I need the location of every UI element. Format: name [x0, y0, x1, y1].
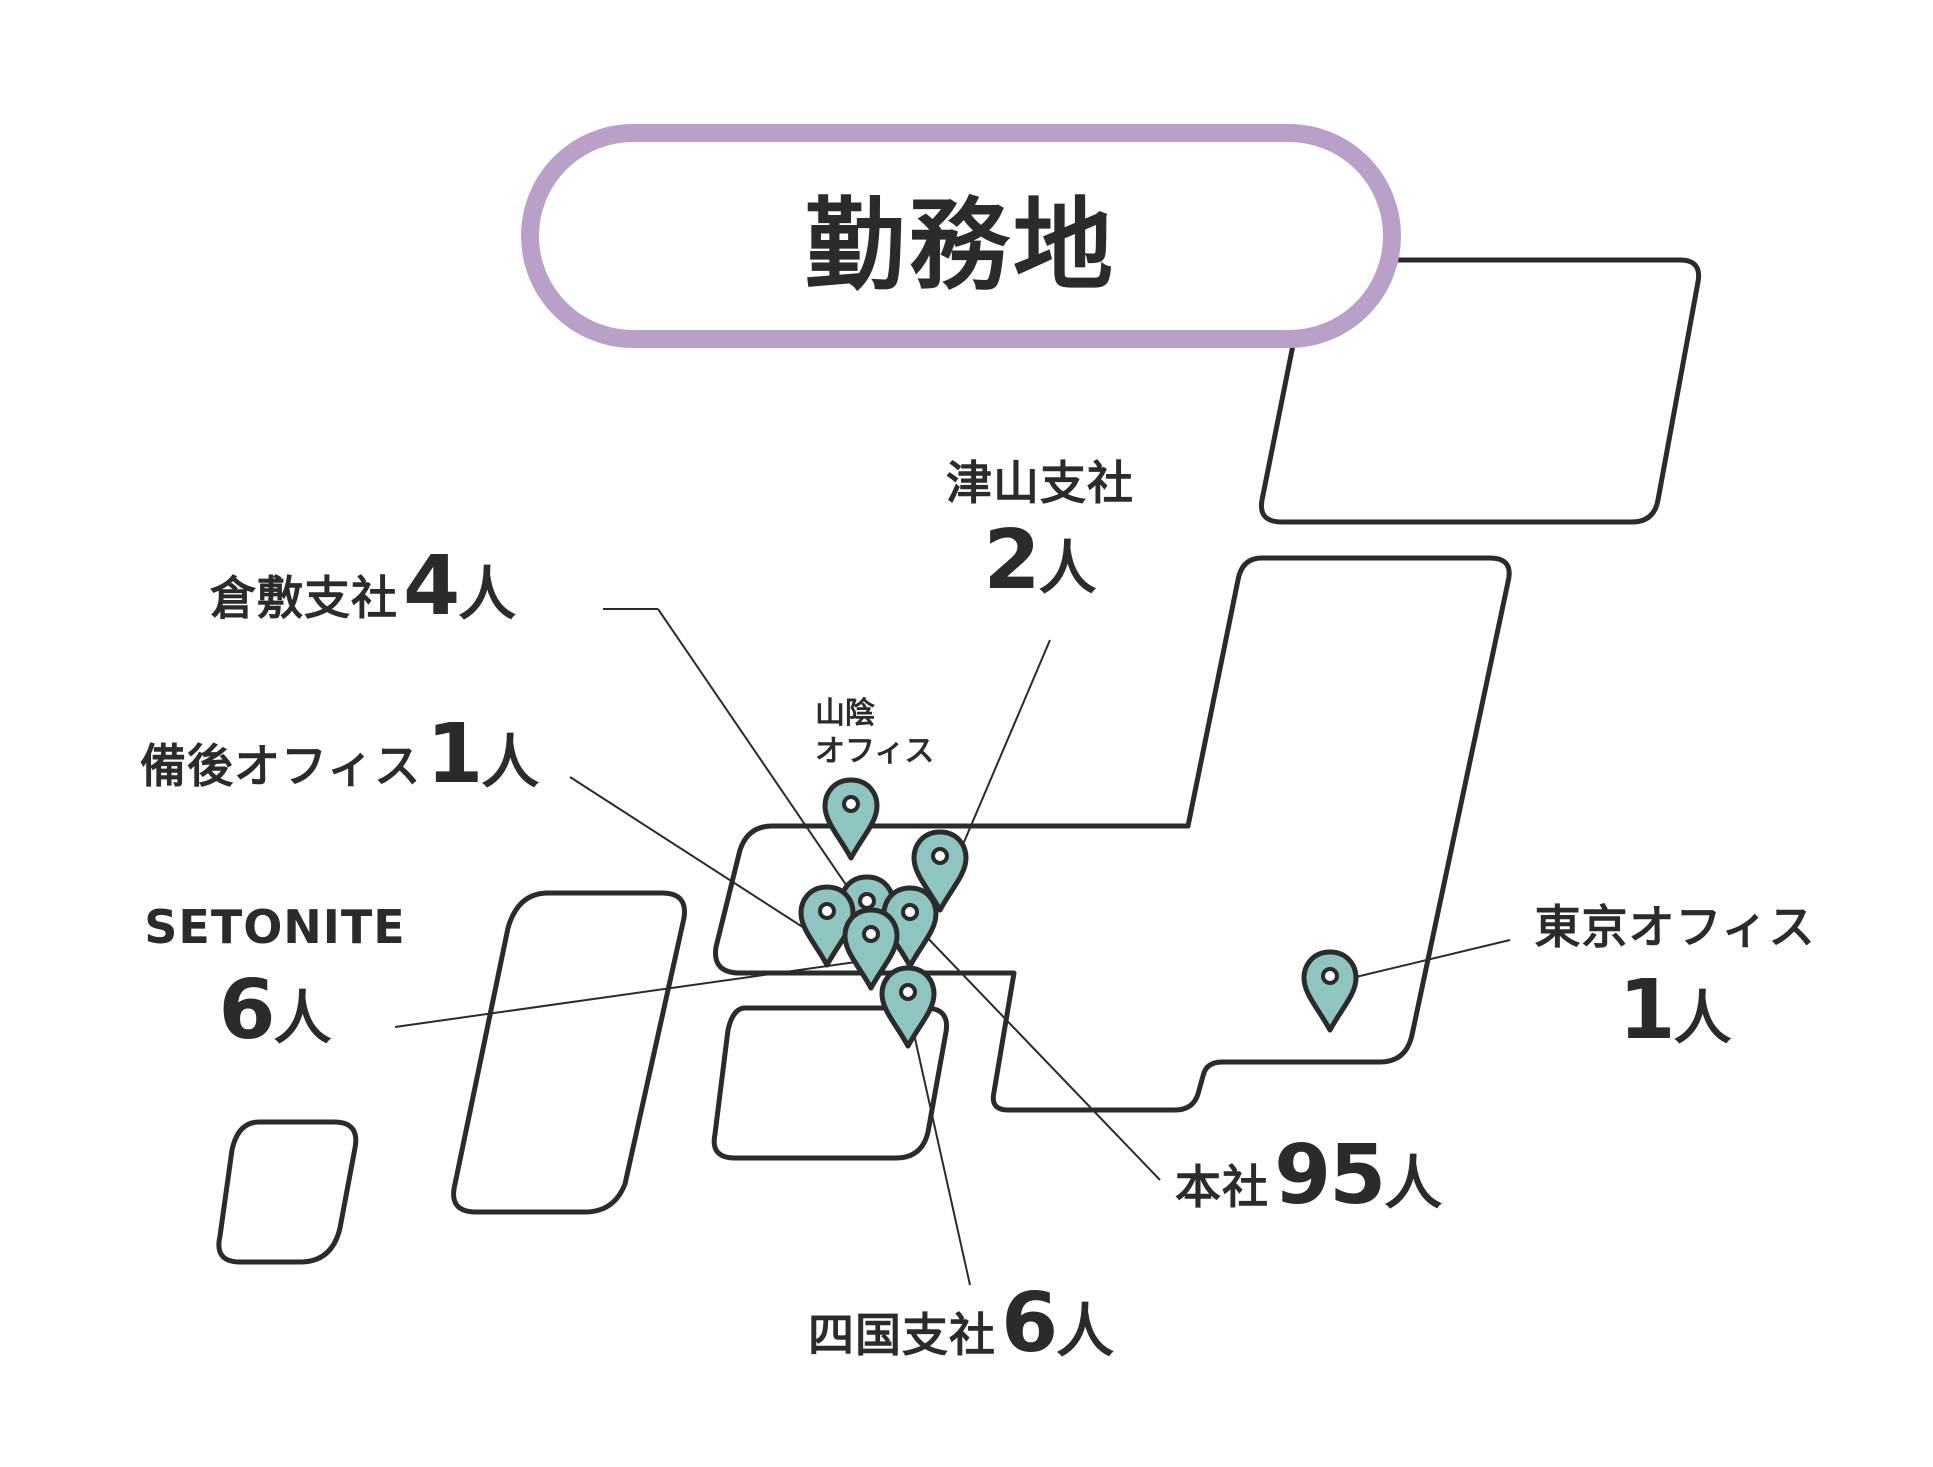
map-pin-icon [1304, 952, 1356, 1030]
location-name: 本社 [1175, 1160, 1269, 1214]
location-unit: 人 [481, 728, 540, 796]
title-badge: 勤務地 [521, 124, 1401, 348]
location-name: 備後オフィス [140, 739, 422, 793]
map-pin-icon [882, 968, 934, 1046]
kyushu-outline [451, 890, 688, 1215]
location-count: 4 [403, 539, 460, 634]
label-tsuyama: 津山支社 2人 [935, 460, 1145, 602]
location-count: 1 [1618, 963, 1675, 1058]
location-count: 6 [218, 963, 275, 1058]
shikoku-outline [711, 1005, 950, 1161]
location-unit: 人 [458, 560, 517, 628]
label-honsha: 本社 95人 [1175, 1135, 1442, 1217]
location-count: 1 [426, 707, 483, 802]
location-name-line: 山陰 [815, 696, 875, 731]
leader-line-tokyo [1334, 939, 1511, 983]
location-name-line: オフィス [815, 733, 935, 769]
location-name: 四国支社 [808, 1308, 996, 1362]
location-count: 95 [1274, 1128, 1386, 1223]
leader-line-shikoku [911, 1024, 971, 1286]
location-unit: 人 [1384, 1149, 1443, 1217]
leader-line-tsuyama [949, 639, 1051, 876]
location-name: 東京オフィス [1534, 900, 1816, 954]
okinawa-outline [216, 1119, 359, 1265]
location-unit: 人 [1056, 1297, 1115, 1365]
page-title: 勤務地 [805, 186, 1117, 304]
location-count: 6 [1001, 1276, 1058, 1371]
location-count: 2 [983, 513, 1040, 608]
label-kurashiki: 倉敷支社 4人 [210, 546, 516, 628]
leader-line-kurashiki-diag [657, 608, 871, 921]
leader-line-setonite [394, 959, 871, 1028]
location-unit: 人 [1038, 534, 1097, 602]
map-pins [801, 780, 1356, 1046]
hokkaido-outline [1258, 257, 1702, 525]
label-setonite: SETONITE 6人 [140, 904, 410, 1052]
label-shikoku: 四国支社 6人 [808, 1283, 1114, 1365]
label-bingo: 備後オフィス 1人 [140, 714, 539, 796]
leader-line-bingo [569, 776, 816, 936]
honshu-outline [713, 555, 1512, 1113]
location-unit: 人 [273, 984, 332, 1052]
label-sanin: 山陰 オフィス [815, 695, 934, 770]
location-unit: 人 [1673, 984, 1732, 1052]
location-name: 津山支社 [946, 456, 1134, 510]
label-tokyo: 東京オフィス 1人 [1525, 904, 1825, 1052]
location-name: 倉敷支社 [210, 571, 398, 625]
leader-line-honsha [919, 929, 1161, 1181]
map-pin-icon [825, 780, 877, 858]
location-name: SETONITE [144, 900, 406, 954]
